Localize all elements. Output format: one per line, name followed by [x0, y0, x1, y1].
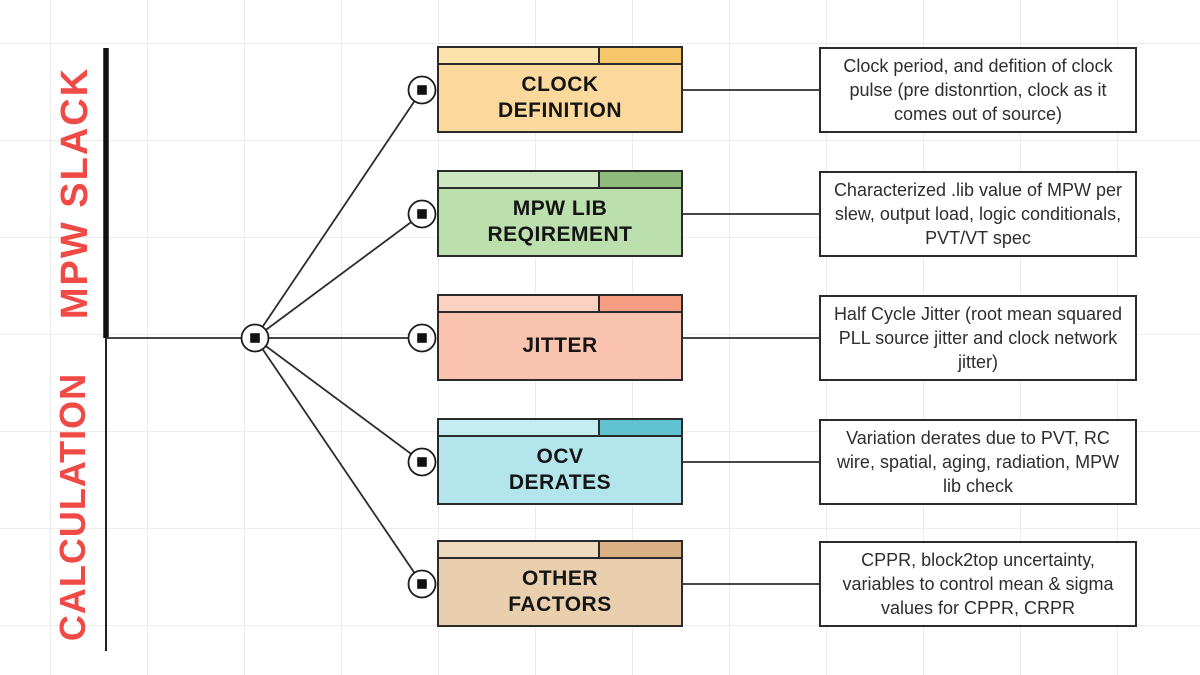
- description-text: Variation derates due to PVT, RC wire, s…: [836, 428, 1120, 496]
- child-node-square-icon-2: [417, 209, 427, 219]
- topic-header: [439, 542, 681, 559]
- branch-line-2: [254, 213, 423, 339]
- topic-header: [439, 48, 681, 65]
- child-node-square-icon-1: [417, 85, 427, 95]
- topic-body: JITTER: [439, 313, 681, 379]
- topic-title: MPW LIB REQIREMENT: [487, 197, 633, 246]
- topic-title: CLOCK DEFINITION: [498, 73, 622, 122]
- topic-header-light: [439, 542, 598, 557]
- topic-header-dark: [597, 542, 681, 557]
- branch-line-5: [254, 337, 423, 585]
- topic-body: CLOCK DEFINITION: [439, 65, 681, 131]
- topic-header: [439, 172, 681, 189]
- topic-box-other-factors: OTHER FACTORS: [437, 540, 683, 627]
- side-label-mpw-slack: MPW SLACK: [53, 66, 96, 320]
- topic-body: OTHER FACTORS: [439, 559, 681, 625]
- child-node-square-icon-5: [417, 579, 427, 589]
- child-node-square-icon-4: [417, 457, 427, 467]
- description-text: Half Cycle Jitter (root mean squared PLL…: [833, 304, 1123, 372]
- root-node-square-icon: [250, 333, 260, 343]
- topic-body: MPW LIB REQIREMENT: [439, 189, 681, 255]
- topic-box-mpw-lib-requirement: MPW LIB REQIREMENT: [437, 170, 683, 257]
- topic-box-clock-definition: CLOCK DEFINITION: [437, 46, 683, 133]
- topic-header-dark: [597, 296, 681, 311]
- topic-box-jitter: JITTER: [437, 294, 683, 381]
- description-box-jitter: Half Cycle Jitter (root mean squared PLL…: [819, 295, 1137, 381]
- topic-header-dark: [597, 420, 681, 435]
- topic-header: [439, 420, 681, 437]
- topic-title: OCV DERATES: [508, 445, 612, 494]
- description-text: CPPR, block2top uncertainty, variables t…: [842, 550, 1114, 618]
- topic-header-light: [439, 296, 598, 311]
- topic-title: OTHER FACTORS: [508, 567, 612, 616]
- node-markers: [240, 75, 437, 599]
- topic-header-dark: [597, 48, 681, 63]
- description-box-clock-definition: Clock period, and defition of clock puls…: [819, 47, 1137, 133]
- child-node-square-icon-3: [417, 333, 427, 343]
- description-box-mpw-lib-requirement: Characterized .lib value of MPW per slew…: [819, 171, 1137, 257]
- side-label-calculation: CALCULATION: [52, 372, 93, 642]
- description-box-ocv-derates: Variation derates due to PVT, RC wire, s…: [819, 419, 1137, 505]
- topic-title: JITTER: [522, 334, 598, 357]
- branch-line-4: [254, 337, 423, 463]
- topic-header: [439, 296, 681, 313]
- topic-header-light: [439, 420, 598, 435]
- topic-body: OCV DERATES: [439, 437, 681, 503]
- topic-header-dark: [597, 172, 681, 187]
- description-text: Characterized .lib value of MPW per slew…: [833, 180, 1123, 248]
- topic-header-light: [439, 48, 598, 63]
- description-box-other-factors: CPPR, block2top uncertainty, variables t…: [819, 541, 1137, 627]
- topic-box-ocv-derates: OCV DERATES: [437, 418, 683, 505]
- branch-line-1: [254, 89, 423, 339]
- description-text: Clock period, and defition of clock puls…: [843, 56, 1113, 124]
- topic-header-light: [439, 172, 598, 187]
